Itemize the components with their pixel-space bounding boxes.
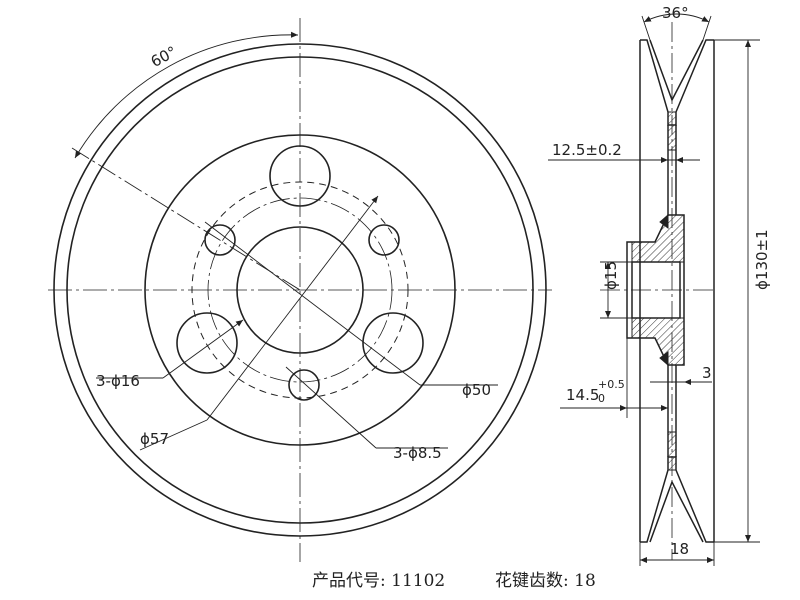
bore-dim-line [204,221,421,386]
offset-tol-lower: 0 [598,392,605,405]
large-hole-top [269,145,331,207]
angle-line-upper [71,147,301,291]
web-thickness-label: 12.5±0.2 [552,141,622,159]
hatch-fillet-top [659,213,669,229]
pcd-dim-line [206,195,379,421]
product-code-label: 产品代号: [312,571,386,591]
hub-bore-label: ϕ15 [602,261,620,290]
center-bore-circle [236,226,364,354]
front-view [48,18,552,562]
large-hole-left [176,312,238,374]
pitch-circle [207,197,393,383]
hidden-circle [191,181,409,399]
product-code-value: 11102 [391,571,446,591]
top-groove-inner [649,39,704,102]
inner-rim-circle [66,56,534,524]
groove-angle-label: 36° [662,4,689,22]
offset-tol-upper: +0.5 [598,378,625,391]
large-hole-leader [162,319,244,379]
holes-small-label: 3-ϕ8.5 [393,444,442,462]
bottom-groove-inner [649,480,704,543]
small-hole-dim-line [285,366,377,449]
offset-main-label: 14.5 [566,386,599,404]
section-dimensions [548,13,760,566]
product-code-caption: 产品代号: 11102 [312,566,445,591]
small-hole-bottom [288,369,320,401]
bore-label: ϕ50 [462,381,491,399]
section-hatching [631,111,685,471]
angle36-ext-right [702,15,712,41]
bottom-groove-outline [640,456,714,543]
large-hole-right [362,312,424,374]
small-hole-right [368,224,400,256]
holes-large-label: 3-ϕ16 [96,372,140,390]
top-groove-outline [640,39,714,126]
spline-teeth-caption: 花键齿数: 18 [495,566,596,591]
hatch-top-web [667,111,677,151]
hatch-fillet-bottom [659,351,669,367]
angle-arc [74,31,299,159]
hub-disk-circle [144,134,456,446]
hatch-bottom-web [667,431,677,471]
spline-teeth-label: 花键齿数: [495,571,569,591]
width-label: 18 [670,540,689,558]
pcd-leader [139,419,208,451]
small-hole-left [204,224,236,256]
pcd-label: ϕ57 [140,430,169,448]
spline-teeth-value: 18 [574,571,596,591]
section-view [600,22,716,560]
angle36-arc [643,13,710,23]
angle36-ext-left [641,15,651,41]
outer-rim-circle [53,43,547,537]
step-label: 3 [702,364,712,382]
outer-diameter-label: ϕ130±1 [753,229,771,290]
angle-label: 60° [148,43,180,71]
